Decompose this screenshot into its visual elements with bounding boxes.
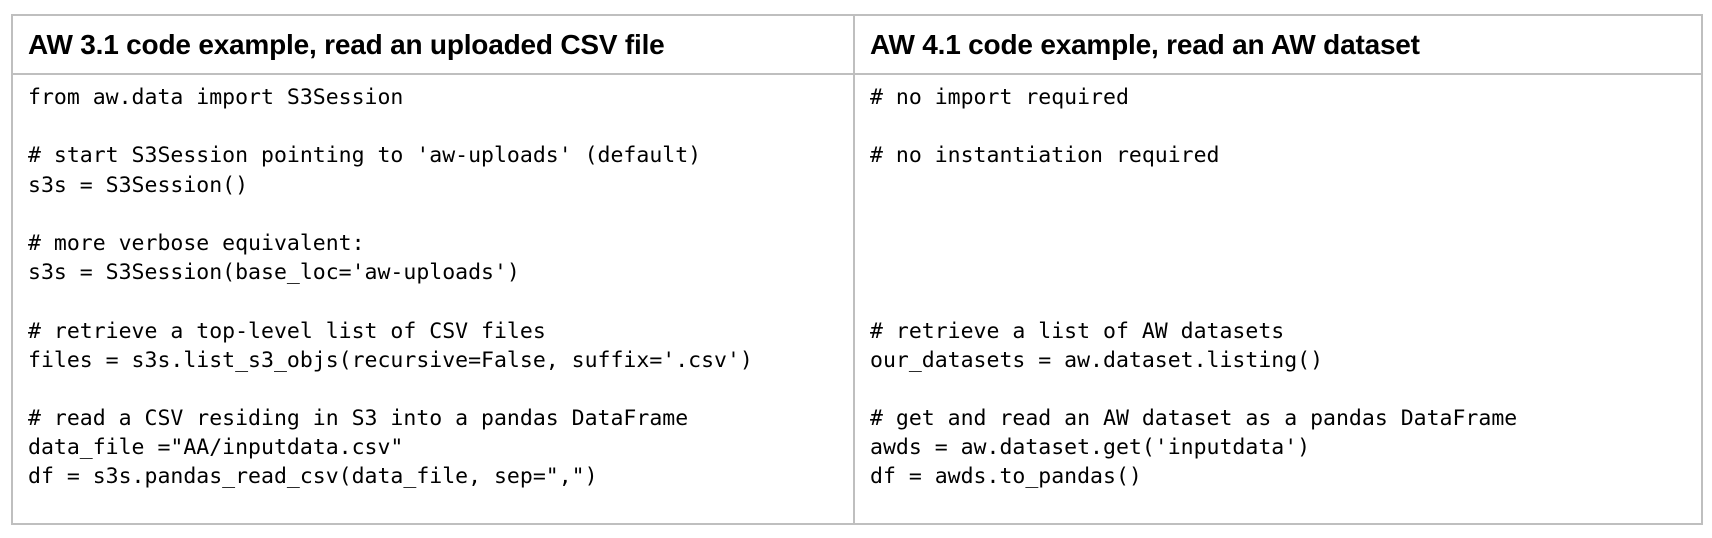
code-line: data_file ="AA/inputdata.csv" [28, 435, 404, 461]
code-line: s3s = S3Session(base_loc='aw-uploads') [28, 260, 520, 286]
header-row: AW 3.1 code example, read an uploaded CS… [11, 14, 1703, 75]
code-line: df = s3s.pandas_read_csv(data_file, sep=… [28, 464, 598, 490]
code-line: # more verbose equivalent: [28, 230, 365, 256]
code-line: # no import required [870, 85, 1129, 110]
code-line: # no instantiation required [870, 143, 1220, 169]
code-cell-aw41: # no import required # no instantiation … [853, 73, 1703, 525]
code-line: # get and read an AW dataset as a pandas… [870, 406, 1518, 432]
code-line [870, 200, 1686, 229]
code-line: # retrieve a top-level list of CSV files [28, 318, 546, 344]
code-line: # read a CSV residing in S3 into a panda… [28, 406, 689, 432]
code-line: # retrieve a list of AW datasets [870, 318, 1285, 344]
code-row: from aw.data import S3Session # start S3… [11, 73, 1703, 525]
code-line: our_datasets = aw.dataset.listing() [870, 347, 1324, 373]
code-line: from aw.data import S3Session [28, 85, 404, 110]
header-aw31: AW 3.1 code example, read an uploaded CS… [11, 14, 855, 75]
code-line [28, 287, 838, 316]
comparison-table: AW 3.1 code example, read an uploaded CS… [11, 14, 1703, 525]
code-line [28, 200, 838, 229]
code-line [870, 258, 1686, 287]
code-line [870, 112, 1686, 141]
header-aw41: AW 4.1 code example, read an AW dataset [853, 14, 1703, 75]
code-line [870, 287, 1686, 316]
code-line [28, 112, 838, 141]
code-line: df = awds.to_pandas() [870, 464, 1142, 490]
code-line [870, 375, 1686, 404]
code-line: awds = aw.dataset.get('inputdata') [870, 435, 1311, 461]
code-line [870, 171, 1686, 200]
code-line: s3s = S3Session() [28, 172, 249, 198]
code-line [28, 375, 838, 404]
code-line: files = s3s.list_s3_objs(recursive=False… [28, 347, 753, 373]
code-cell-aw31: from aw.data import S3Session # start S3… [11, 73, 855, 525]
code-line: # start S3Session pointing to 'aw-upload… [28, 143, 702, 169]
code-line [870, 229, 1686, 258]
